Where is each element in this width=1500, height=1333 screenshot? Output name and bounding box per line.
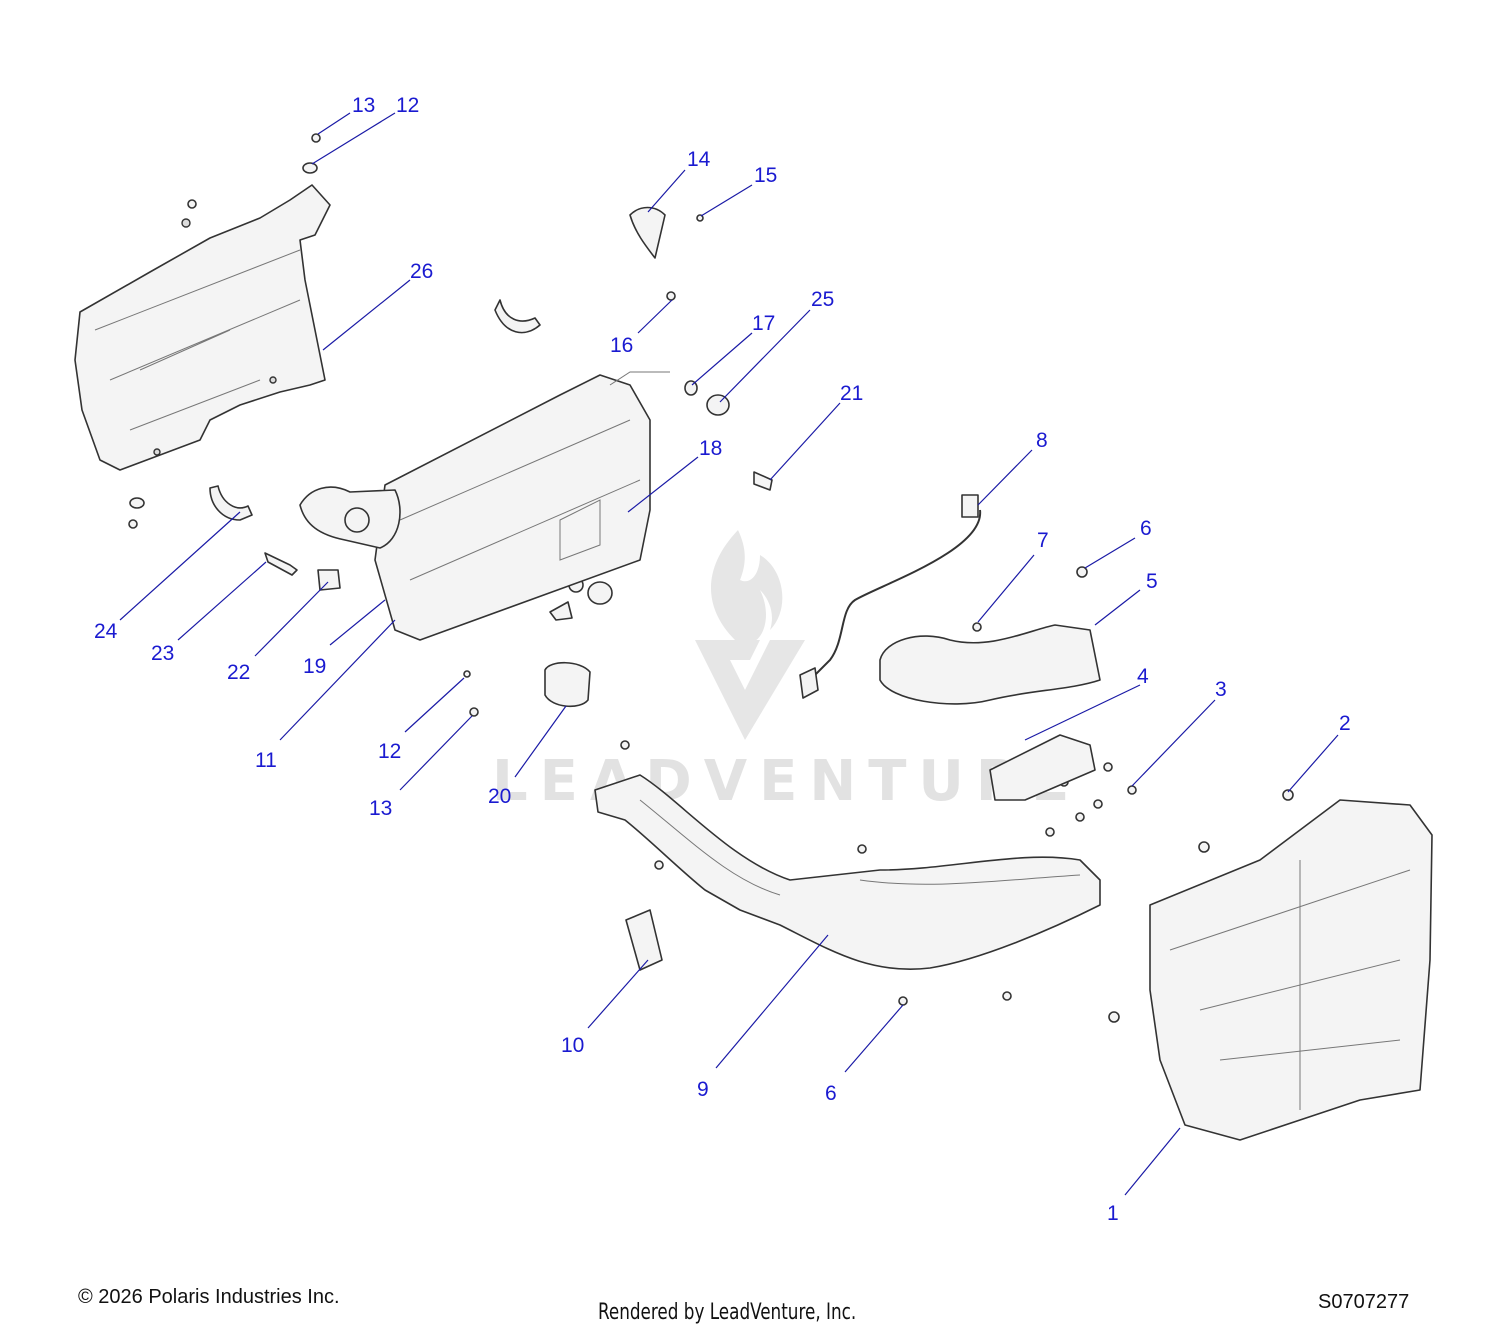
muffler-clamps (209, 299, 541, 521)
watermark-flame-icon (710, 530, 783, 644)
callout-26: 26 (410, 260, 433, 283)
callout-1: 1 (1107, 1202, 1119, 1225)
watermark-v-logo-icon (695, 640, 805, 740)
exhaust-header-pipe (879, 624, 1101, 705)
small-fasteners (128, 133, 1294, 1023)
callout-8: 8 (1036, 429, 1048, 452)
watermark-text: LEADVENTURE (492, 749, 1081, 814)
callout-9: 9 (697, 1078, 709, 1101)
callout-13-top: 13 (352, 94, 375, 117)
callout-14: 14 (687, 148, 711, 171)
rendered-by-notice: Rendered by LeadVenture, Inc. (598, 1300, 857, 1325)
callout-15: 15 (754, 164, 777, 187)
exhaust-hanger (625, 909, 663, 971)
callout-21: 21 (840, 382, 863, 405)
heat-shield-left (74, 184, 331, 471)
callout-2: 2 (1339, 712, 1351, 735)
callout-20: 20 (488, 785, 511, 808)
callout-24: 24 (94, 620, 118, 643)
callout-6-top: 6 (1140, 517, 1152, 540)
oxygen-sensor (799, 494, 982, 699)
callout-5: 5 (1146, 570, 1158, 593)
callout-3: 3 (1215, 678, 1227, 701)
callout-11: 11 (255, 749, 277, 772)
manifold-gasket (989, 734, 1096, 801)
callout-16: 16 (610, 334, 633, 357)
muffler (299, 371, 670, 641)
drawing-id: S0707277 (1318, 1291, 1410, 1313)
callout-22: 22 (227, 661, 250, 684)
exhaust-pipe-catalyst (594, 774, 1101, 970)
callout-4: 4 (1137, 665, 1149, 688)
callout-17: 17 (752, 312, 775, 335)
leadventure-watermark: LEADVENTURE (492, 530, 1081, 814)
heat-shield-right (1149, 799, 1433, 1141)
callout-12-top: 12 (396, 94, 419, 117)
callout-25: 25 (811, 288, 834, 311)
callout-12-bottom: 12 (378, 740, 401, 763)
callout-13-bottom: 13 (369, 797, 392, 820)
exhaust-gasket-ring (544, 661, 591, 708)
callouts: 13 12 14 15 26 16 17 25 21 18 8 7 6 5 24… (94, 94, 1351, 1225)
callout-7: 7 (1037, 529, 1049, 552)
callout-6-bottom: 6 (825, 1082, 837, 1105)
callout-10: 10 (561, 1034, 584, 1057)
callout-19: 19 (303, 655, 326, 678)
callout-18: 18 (699, 437, 722, 460)
muffler-end-cap (629, 206, 666, 259)
callout-23: 23 (151, 642, 174, 665)
copyright-notice: © 2026 Polaris Industries Inc. (78, 1286, 340, 1308)
